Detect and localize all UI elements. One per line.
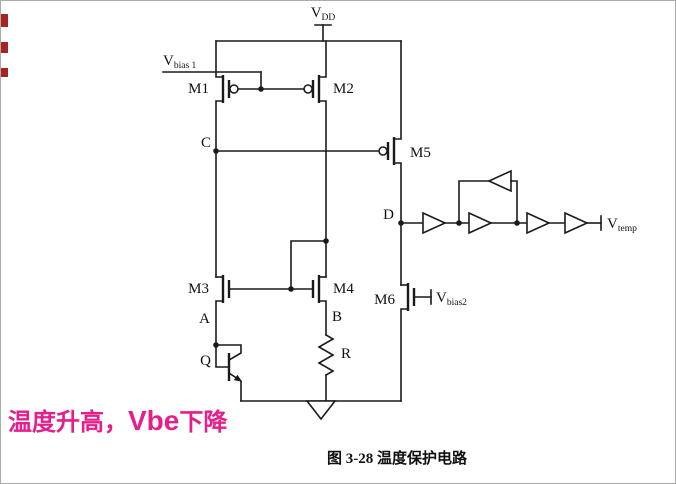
m2-label: M2 (333, 81, 354, 97)
node-d-label: D (383, 207, 394, 223)
node-c-label: C (201, 135, 211, 151)
q-emitter-arrow (233, 374, 243, 382)
inverter-3 (526, 211, 551, 235)
m6-label: M6 (374, 292, 395, 308)
m3-source-lead (215, 300, 223, 346)
m4-label: M4 (333, 281, 354, 297)
diode-connect-wire (290, 240, 327, 290)
m3-label: M3 (188, 281, 209, 297)
m6-source-lead (400, 308, 408, 402)
q-emitter-lead (227, 371, 242, 402)
annotation-text: 温度升高，Vbe下降 (8, 404, 227, 443)
m4-drain-dot (323, 238, 329, 244)
edge-mark (1, 42, 8, 53)
vbias2-label: Vbias2 (436, 290, 467, 308)
resistor-label: R (341, 346, 351, 362)
edge-mark (1, 14, 8, 27)
m2-gate-bubble (303, 84, 313, 94)
vbias1-label: Vbias 1 (163, 53, 197, 71)
node-a-label: A (199, 311, 210, 327)
ground-net (240, 400, 402, 421)
mirror-gate-net (228, 238, 329, 292)
annotation-part3: 下降 (179, 410, 228, 436)
edge-artifacts (1, 14, 8, 77)
figure-caption: 图 3-28 温度保护电路 (327, 451, 467, 467)
m5-source-lead (394, 40, 402, 140)
m4-source-lead (319, 300, 327, 336)
m1-drain-lead (215, 100, 223, 278)
m5-transistor (378, 40, 402, 286)
feedback-output-wire (458, 180, 490, 224)
output-buffer-chain (398, 169, 602, 235)
q-label: Q (200, 353, 211, 369)
resistor-zigzag (317, 333, 335, 377)
node-b-label: B (332, 309, 342, 325)
node-c-net (213, 148, 380, 154)
inverter-4 (564, 211, 589, 235)
edge-mark (1, 68, 8, 77)
feedback-inverter (487, 169, 512, 193)
m6-transistor (400, 283, 432, 402)
annotation-vbe: Vbe (128, 405, 180, 436)
vdd-supply (215, 24, 402, 42)
inverter-2 (468, 211, 493, 235)
m2-drain-lead (319, 100, 327, 278)
m1-gate-bubble (229, 84, 239, 94)
q-collector-lead (215, 344, 242, 362)
q-base-tie (215, 344, 229, 368)
annotation-part1: 温度升高， (8, 410, 128, 436)
m3-transistor (215, 275, 231, 346)
ground-symbol (305, 400, 337, 421)
m5-gate-bubble (378, 146, 388, 156)
m1-source-lead (215, 40, 223, 78)
resistor-r (317, 333, 335, 402)
vbias1-net (162, 71, 305, 92)
q-transistor (213, 342, 243, 402)
feedback-input-wire (510, 180, 518, 224)
m4-transistor (311, 275, 327, 336)
m2-transistor (303, 40, 327, 278)
m5-drain-lead (394, 162, 402, 286)
m1-transistor (215, 40, 239, 278)
vtemp-label: Vtemp (607, 216, 637, 234)
m2-source-lead (319, 40, 327, 78)
m5-label: M5 (410, 145, 431, 161)
inverter-1 (422, 211, 447, 235)
vdd-label: VDD (311, 5, 336, 23)
m1-label: M1 (188, 81, 209, 97)
